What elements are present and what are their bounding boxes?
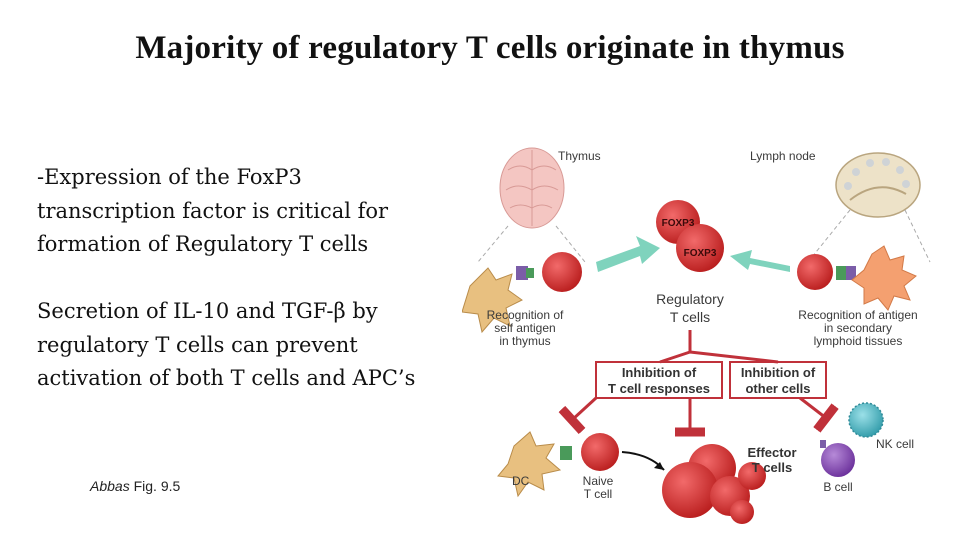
recog-thymus-line: Recognition of bbox=[487, 308, 564, 322]
recog-secondary-line: Recognition of antigen bbox=[798, 308, 917, 322]
thymus-label: Thymus bbox=[558, 149, 601, 163]
inhibition-line bbox=[558, 396, 598, 435]
recog-secondary-line: in secondary bbox=[824, 321, 892, 335]
dc-label: DC bbox=[512, 474, 530, 488]
peripheral-t-cell bbox=[797, 254, 833, 290]
thymic-t-cell bbox=[542, 252, 582, 292]
nk-label: NK cell bbox=[876, 437, 914, 451]
inhibit-other-line: other cells bbox=[745, 381, 810, 396]
lymph-node-label: Lymph node bbox=[750, 149, 816, 163]
text-line: Secretion of IL-10 and TGF-β by bbox=[37, 299, 378, 323]
naive-t-cell bbox=[581, 433, 619, 471]
citation: Abbas Fig. 9.5 bbox=[90, 478, 180, 494]
lymph-node-arrow bbox=[730, 250, 790, 272]
mhc-receptor bbox=[516, 266, 528, 280]
effector-t-cell bbox=[738, 462, 766, 490]
naive-label-line: T cell bbox=[584, 487, 612, 501]
naive-label-line: Naive bbox=[583, 474, 614, 488]
dendritic-cell bbox=[497, 431, 562, 498]
inhibition-line bbox=[659, 350, 779, 364]
recog-thymus-line: self antigen bbox=[494, 321, 555, 335]
text-line: formation of Regulatory T cells bbox=[37, 232, 369, 256]
b-cell bbox=[821, 443, 855, 477]
citation-author: Abbas bbox=[90, 478, 130, 494]
text-line: regulatory T cells can prevent bbox=[37, 332, 358, 357]
text-line: -Expression of the FoxP3 bbox=[37, 165, 302, 189]
thymus-organ bbox=[499, 147, 565, 229]
citation-ref: Fig. 9.5 bbox=[129, 478, 181, 494]
treg-diagram: Thymus Lymph node Recognition of self an… bbox=[462, 147, 931, 524]
effector-label-line: T cells bbox=[752, 460, 792, 475]
bcr-receptor bbox=[820, 440, 826, 448]
activation-arrowhead bbox=[654, 462, 664, 470]
tcr-receptor bbox=[526, 268, 534, 278]
effector-t-cell bbox=[730, 500, 754, 524]
peripheral-apc bbox=[851, 245, 917, 311]
mhc-receptor bbox=[846, 266, 856, 280]
recog-secondary-line: lymphoid tissues bbox=[814, 334, 903, 348]
treg-label-line: Regulatory bbox=[656, 291, 724, 307]
inhibit-other-line: Inhibition of bbox=[741, 365, 816, 380]
zoom-lines bbox=[477, 209, 931, 263]
lymph-node-organ bbox=[835, 152, 921, 218]
effector-t-cell bbox=[662, 462, 718, 518]
treg-cell bbox=[676, 224, 724, 272]
inhibit-t-box bbox=[595, 361, 723, 399]
secretion-paragraph: Secretion of IL-10 and TGF-β by regulato… bbox=[37, 295, 457, 396]
text-line: activation of both T cells and APC’s bbox=[37, 366, 416, 390]
b-label: B cell bbox=[823, 480, 852, 494]
thymus-arrow bbox=[596, 236, 660, 272]
foxp3-paragraph: -Expression of the FoxP3 transcription f… bbox=[37, 161, 457, 262]
inhibit-t-line: T cell responses bbox=[608, 381, 710, 396]
effector-label-line: Effector bbox=[747, 445, 796, 460]
recog-thymus-line: in thymus bbox=[499, 334, 550, 348]
inhibit-t-line: Inhibition of bbox=[622, 365, 697, 380]
text-line: transcription factor is critical for bbox=[37, 198, 389, 223]
foxp3-label: FOXP3 bbox=[684, 248, 717, 259]
treg-label-line: T cells bbox=[670, 309, 710, 325]
tcr-receptor bbox=[836, 266, 848, 280]
slide-title: Majority of regulatory T cells originate… bbox=[135, 30, 845, 66]
thymic-apc bbox=[462, 267, 523, 334]
inhibition-line bbox=[799, 396, 839, 433]
foxp3-label: FOXP3 bbox=[662, 218, 695, 229]
nk-cell bbox=[848, 402, 884, 438]
tcr-receptor bbox=[560, 446, 572, 460]
